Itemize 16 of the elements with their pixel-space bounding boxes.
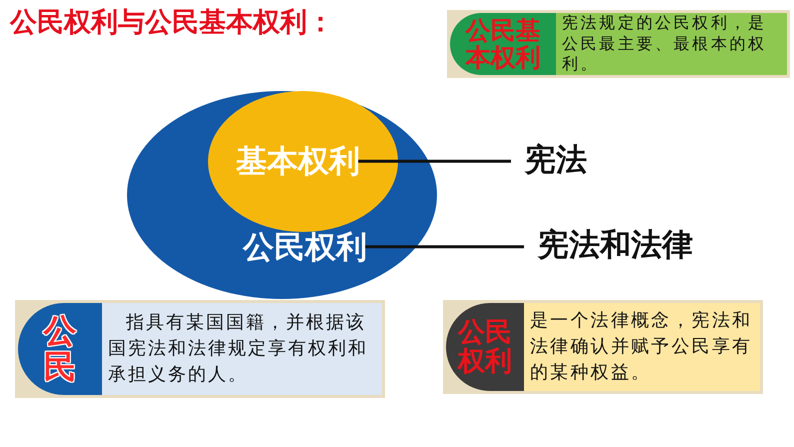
callout-text: 宪法和法律	[538, 227, 693, 264]
leader-line	[358, 160, 511, 163]
ellipse-label: 公民权利	[243, 229, 367, 267]
term-tab: 公民基本权利	[450, 13, 556, 75]
definition-text: 指具有某国国籍，并根据该国宪法和法律规定享有权利和承担义务的人。	[102, 303, 382, 395]
definition-card	[447, 10, 790, 78]
definition-text: 是一个法律概念，宪法和法律确认并赋予公民享有的某种权益。	[524, 303, 760, 391]
term-tab: 公民权利	[446, 303, 524, 391]
ellipse-label: 基本权利	[236, 143, 360, 181]
definition-text: 宪法规定的公民权利，是公民最主要、最根本的权利。	[556, 13, 787, 75]
term-tab: 公民	[18, 303, 102, 395]
definition-card	[443, 300, 763, 394]
definition-card	[15, 300, 385, 398]
leader-line	[365, 245, 524, 248]
callout-text: 宪法	[525, 142, 587, 180]
title: 公民权利与公民基本权利：	[10, 6, 334, 40]
